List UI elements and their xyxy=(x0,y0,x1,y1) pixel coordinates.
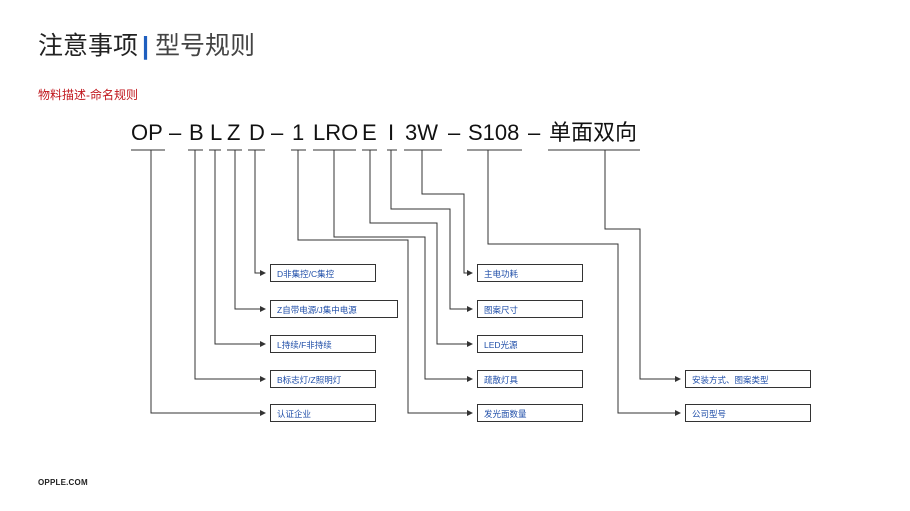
title-separator: | xyxy=(142,32,150,60)
code-seg-s108: S108 xyxy=(468,120,520,145)
label-wattage: 主电功耗 xyxy=(477,264,583,282)
code-seg-single-double: 单面双向 xyxy=(549,120,638,145)
code-seg-op: OP xyxy=(131,120,163,145)
label-cert: 认证企业 xyxy=(270,404,376,422)
title-sub: 型号规则 xyxy=(155,32,256,60)
footer-brand: OPPLE.COM xyxy=(38,478,88,487)
title-main: 注意事项 xyxy=(38,32,139,60)
page-title: 注意事项|型号规则 xyxy=(38,26,255,62)
code-seg-dash-2: – xyxy=(271,120,284,145)
code-seg-l: L xyxy=(210,120,223,145)
label-pattern: 图案尺寸 xyxy=(477,300,583,318)
label-install: 安装方式、图案类型 xyxy=(685,370,811,388)
code-seg-e: E xyxy=(362,120,377,145)
code-seg-d: D xyxy=(249,120,265,145)
code-seg-dash-3: – xyxy=(448,120,461,145)
label-type: B标志灯/Z照明灯 xyxy=(270,370,376,388)
label-led: LED光源 xyxy=(477,335,583,353)
code-seg-dash-1: – xyxy=(169,120,182,145)
code-seg-i: I xyxy=(388,120,395,145)
code-seg-1: 1 xyxy=(292,120,305,145)
code-seg-dash-4: – xyxy=(528,120,541,145)
section-subtitle: 物料描述-命名规则 xyxy=(38,88,138,102)
code-seg-z: Z xyxy=(227,120,241,145)
code-seg-lro: LRO xyxy=(313,120,359,145)
label-faces: 发光面数量 xyxy=(477,404,583,422)
label-power: Z自带电源/J集中电源 xyxy=(270,300,398,318)
code-seg-b: B xyxy=(189,120,204,145)
label-persist: L持续/F非持续 xyxy=(270,335,376,353)
label-evac: 疏散灯具 xyxy=(477,370,583,388)
code-seg-3w: 3W xyxy=(405,120,438,145)
label-control: D非集控/C集控 xyxy=(270,264,376,282)
label-company: 公司型号 xyxy=(685,404,811,422)
